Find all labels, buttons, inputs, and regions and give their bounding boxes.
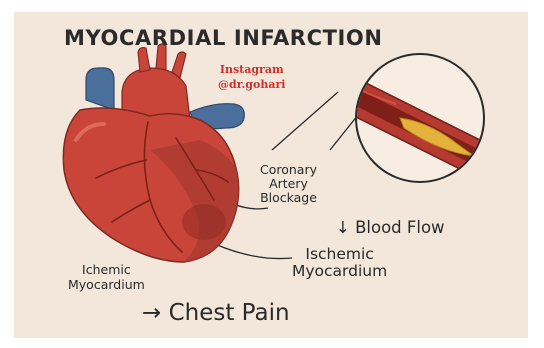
label-line: Artery: [260, 177, 317, 191]
label-line: Coronary: [260, 163, 317, 177]
label-line: Myocardium: [292, 263, 387, 280]
vena-cava: [86, 68, 114, 110]
label-blood-flow: ↓ Blood Flow: [336, 218, 445, 237]
label-line: Blockage: [260, 191, 317, 205]
aortic-branch-3: [172, 52, 186, 78]
label-coronary-artery-blockage: Coronary Artery Blockage: [260, 163, 317, 205]
artery-cross-section-icon: [326, 54, 500, 182]
ischemic-zone: [182, 204, 226, 240]
watermark-line1: Instagram: [218, 62, 285, 77]
label-ischemic-myocardium-left: Ichemic Myocardium: [68, 262, 145, 292]
page-title: MYOCARDIAL INFARCTION: [64, 26, 524, 50]
watermark-line2: @dr.gohari: [218, 77, 285, 92]
leader-line-inset: [272, 92, 338, 150]
watermark: Instagram @dr.gohari: [218, 62, 285, 92]
label-line: Myocardium: [68, 277, 145, 292]
label-ischemic-myocardium-right: Ischemic Myocardium: [292, 246, 387, 280]
label-chest-pain: → Chest Pain: [142, 300, 290, 326]
label-line: Ichemic: [68, 262, 145, 277]
label-line: Ischemic: [292, 246, 387, 263]
aortic-branch-1: [138, 48, 150, 73]
